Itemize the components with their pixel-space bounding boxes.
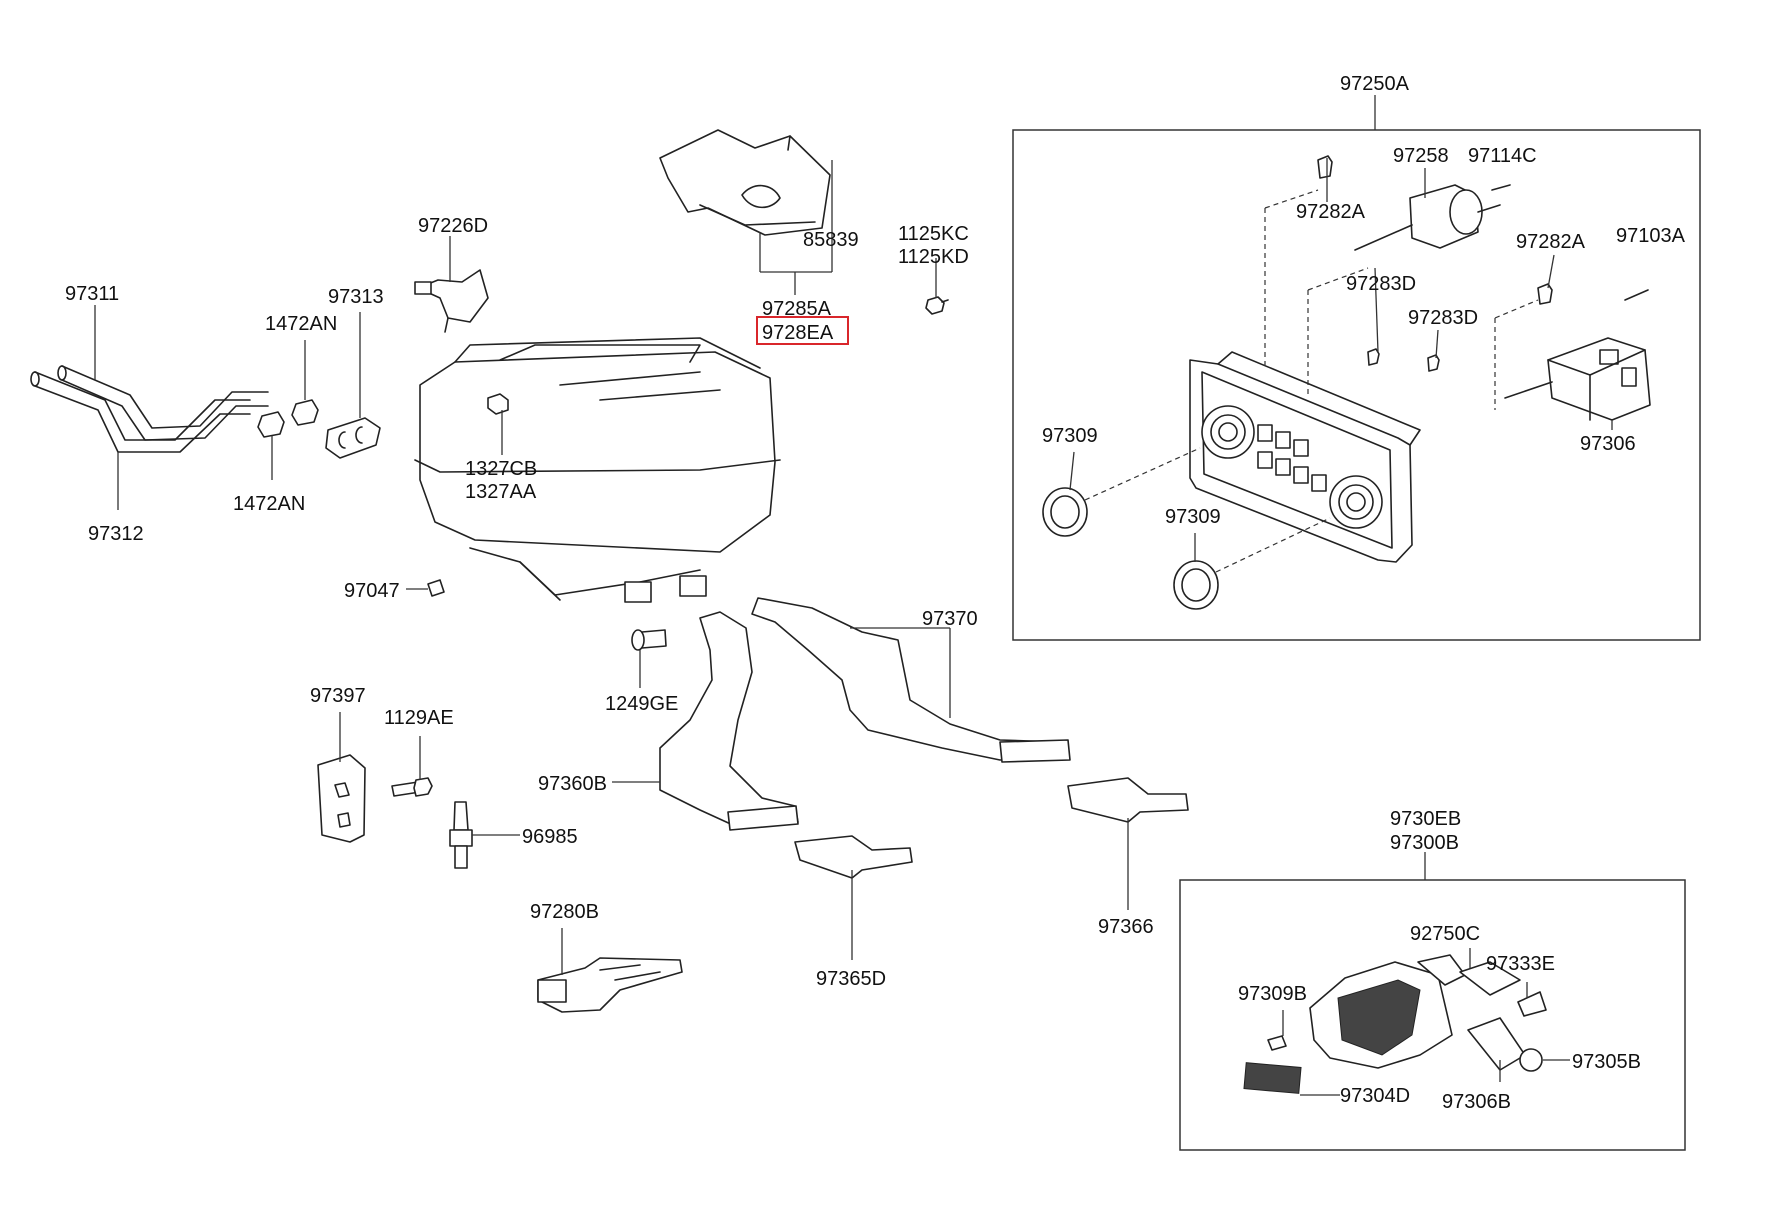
highlight-box-9728EA bbox=[756, 316, 849, 345]
rear-control-box bbox=[1179, 879, 1686, 1151]
label-97282A-1: 97282A bbox=[1296, 201, 1366, 223]
knobs-drawing bbox=[1042, 487, 1219, 610]
label-85839: 85839 bbox=[803, 229, 859, 251]
heater-pipes-group: 97311 97312 bbox=[30, 283, 269, 545]
label-1125KD: 1125KD bbox=[898, 246, 969, 268]
label-97365D: 97365D bbox=[816, 968, 886, 990]
label-97305B: 97305B bbox=[1572, 1051, 1641, 1073]
label-97306: 97306 bbox=[1580, 433, 1636, 455]
label-97312: 97312 bbox=[88, 523, 144, 545]
label-96985: 96985 bbox=[522, 826, 578, 848]
small-parts-group: 97397 1129AE 96985 bbox=[310, 685, 578, 869]
label-1472AN-1: 1472AN bbox=[265, 313, 337, 335]
switch-module-97306-drawing bbox=[1504, 337, 1651, 421]
label-97311: 97311 bbox=[65, 283, 119, 305]
label-1129AE: 1129AE bbox=[384, 707, 454, 729]
rear-control-group: 9730EB 97300B 92750C 97333E 97309B 97305… bbox=[1179, 808, 1686, 1151]
label-97047: 97047 bbox=[344, 580, 400, 602]
label-97282A-2: 97282A bbox=[1516, 231, 1586, 253]
module-97280B-drawing bbox=[537, 957, 683, 1013]
ducts-group: 97370 97360B 97365D 97366 bbox=[538, 597, 1189, 990]
screws-drawing bbox=[1317, 155, 1649, 372]
label-92750C: 92750C bbox=[1410, 923, 1480, 945]
actuator-97258-drawing bbox=[1354, 184, 1501, 251]
duct-cover-drawing bbox=[659, 129, 831, 236]
duct-cover-group: 85839 97285A 9728EA bbox=[659, 129, 859, 345]
label-97226D: 97226D bbox=[418, 215, 488, 237]
module-97280B-group: 97280B bbox=[530, 901, 683, 1013]
sensor-97226D-group: 97226D bbox=[414, 215, 489, 333]
control-assembly-box bbox=[1012, 129, 1701, 641]
clamps-group: 97313 1472AN 1472AN bbox=[233, 286, 384, 515]
label-97285A: 97285A bbox=[762, 298, 832, 320]
label-97103A: 97103A bbox=[1616, 225, 1686, 247]
label-97306B: 97306B bbox=[1442, 1091, 1511, 1113]
label-1125KC: 1125KC bbox=[898, 223, 969, 245]
label-9728EA: 9728EA bbox=[762, 322, 834, 344]
label-97333E: 97333E bbox=[1486, 953, 1555, 975]
label-97250A: 97250A bbox=[1340, 73, 1410, 95]
label-97280B: 97280B bbox=[530, 901, 599, 923]
control-panel-drawing bbox=[1189, 351, 1421, 563]
label-97300B: 97300B bbox=[1390, 832, 1459, 854]
label-97309-2: 97309 bbox=[1165, 506, 1221, 528]
label-97370: 97370 bbox=[922, 608, 978, 630]
label-97114C: 97114C bbox=[1468, 145, 1537, 167]
label-1249GE: 1249GE bbox=[605, 693, 678, 715]
label-97313: 97313 bbox=[328, 286, 384, 308]
label-97309B: 97309B bbox=[1238, 983, 1307, 1005]
duct-97370-drawing bbox=[751, 597, 1063, 761]
label-1327AA: 1327AA bbox=[465, 481, 537, 503]
screw-1249GE-group: 1249GE bbox=[605, 629, 678, 715]
label-9730EB: 9730EB bbox=[1390, 808, 1461, 830]
label-1472AN-2: 1472AN bbox=[233, 493, 305, 515]
bracket-97397-drawing bbox=[317, 754, 366, 843]
outlet-97366-drawing bbox=[1067, 777, 1189, 823]
outlet-97365D-drawing bbox=[794, 835, 913, 879]
label-1327CB: 1327CB bbox=[465, 458, 537, 480]
label-97397: 97397 bbox=[310, 685, 366, 707]
label-97366: 97366 bbox=[1098, 916, 1154, 938]
duct-97360B-drawing bbox=[659, 611, 799, 827]
label-97304D: 97304D bbox=[1340, 1085, 1410, 1107]
clip-97047-group: 97047 bbox=[344, 579, 445, 602]
control-assembly-group: 97250A 97258 97114C 97282A 97282A 97103A… bbox=[1012, 73, 1701, 641]
bolt-1125-group: 1125KC 1125KD bbox=[898, 223, 969, 315]
label-97360B: 97360B bbox=[538, 773, 607, 795]
label-97283D-2: 97283D bbox=[1408, 307, 1478, 329]
label-97258: 97258 bbox=[1393, 145, 1449, 167]
heater-unit-group: 1327CB 1327AA bbox=[414, 337, 781, 603]
label-97309-1: 97309 bbox=[1042, 425, 1098, 447]
label-97283D-1: 97283D bbox=[1346, 273, 1416, 295]
